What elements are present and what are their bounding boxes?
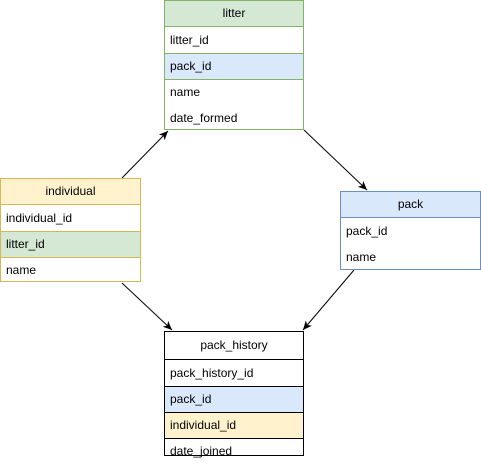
field-individual-name[interactable]: name bbox=[1, 257, 140, 283]
field-litter-pack-id[interactable]: pack_id bbox=[165, 53, 303, 79]
field-pack-history-pack-history-id[interactable]: pack_history_id bbox=[170, 366, 254, 380]
field-pack-history-date-joined[interactable]: date_joined bbox=[165, 438, 303, 464]
field-pack-history-pack-id[interactable]: pack_id bbox=[165, 386, 303, 412]
field-individual-individual-id[interactable]: individual_id bbox=[6, 211, 73, 225]
table-litter-title: litter bbox=[165, 1, 303, 27]
table-pack-title: pack bbox=[341, 192, 480, 218]
table-pack-history-title: pack_history bbox=[165, 332, 303, 360]
table-litter[interactable]: litter litter_id pack_id name date_forme… bbox=[164, 0, 304, 130]
edge-litter-to-pack bbox=[303, 129, 368, 191]
field-individual-litter-id[interactable]: litter_id bbox=[1, 231, 140, 257]
field-pack-name[interactable]: name bbox=[346, 250, 377, 264]
field-pack-pack-id[interactable]: pack_id bbox=[346, 224, 388, 238]
table-individual-title: individual bbox=[1, 179, 140, 205]
edge-individual-to-pack-history bbox=[121, 282, 173, 331]
field-litter-name[interactable]: name bbox=[165, 79, 303, 105]
field-litter-date-formed[interactable]: date_formed bbox=[170, 111, 238, 125]
table-pack[interactable]: pack pack_id name bbox=[340, 191, 481, 270]
field-pack-history-individual-id[interactable]: individual_id bbox=[165, 412, 303, 438]
table-pack-history[interactable]: pack_history pack_history_id pack_id ind… bbox=[164, 331, 304, 458]
edge-individual-to-litter bbox=[121, 130, 169, 179]
table-individual[interactable]: individual individual_id litter_id name bbox=[0, 178, 141, 282]
field-litter-litter-id[interactable]: litter_id bbox=[170, 33, 209, 47]
edge-pack-to-pack-history bbox=[302, 269, 355, 331]
